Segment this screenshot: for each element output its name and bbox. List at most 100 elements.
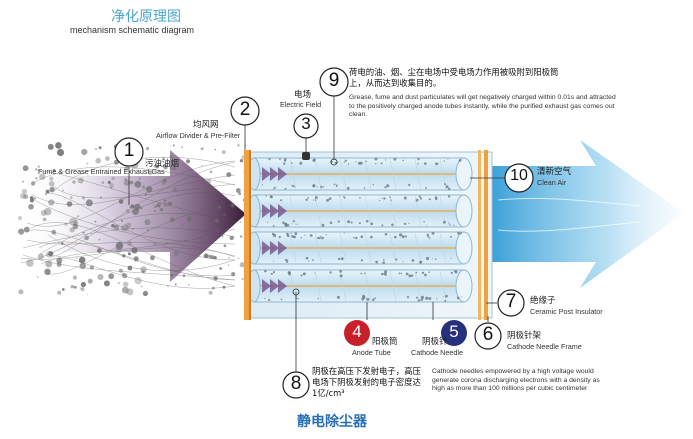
particle-dot bbox=[48, 180, 55, 187]
label-7-en: Ceramic Post Insulator bbox=[530, 307, 603, 316]
label-4-cn: 阳极筒 bbox=[372, 337, 398, 347]
particle-dot bbox=[45, 193, 47, 196]
particle-dot bbox=[23, 226, 30, 233]
particle-dot bbox=[169, 166, 174, 171]
particle-dot bbox=[121, 220, 123, 222]
particle-dot bbox=[172, 167, 177, 171]
particle-dot bbox=[105, 156, 110, 161]
anode-tube bbox=[247, 231, 473, 265]
particle-dot bbox=[159, 201, 162, 204]
particle-dot bbox=[118, 268, 123, 273]
particle-dot bbox=[21, 188, 27, 195]
smoke-wisp bbox=[22, 254, 236, 281]
particle-dot bbox=[45, 189, 50, 194]
label-8-cn: 阴极在高压下发射电子，高压电场下阴极发射的电子密度达1亿/cm³ bbox=[312, 366, 421, 398]
particle-dot bbox=[134, 277, 142, 285]
particle-dot bbox=[29, 198, 34, 203]
particle-dot bbox=[101, 181, 105, 185]
particle-dot bbox=[144, 219, 151, 226]
particle-dot bbox=[64, 222, 68, 226]
particle-dot bbox=[30, 196, 34, 200]
particle-dot bbox=[223, 195, 226, 198]
particle-dot bbox=[230, 203, 235, 208]
particle-dot bbox=[82, 231, 85, 234]
particle-dot bbox=[87, 294, 89, 296]
particle-dot bbox=[114, 224, 118, 228]
particle-dot bbox=[150, 255, 155, 261]
particle-dot bbox=[154, 205, 157, 208]
particle-dot bbox=[208, 290, 213, 295]
particle-dot bbox=[80, 287, 85, 292]
particle-dot bbox=[162, 156, 165, 160]
callout-number-3: 3 bbox=[301, 114, 311, 133]
particle-dot bbox=[181, 146, 183, 149]
particle-dot bbox=[239, 235, 243, 238]
diagram-title: 净化原理图 bbox=[111, 9, 181, 25]
particle-dot bbox=[26, 259, 34, 267]
particle-dot bbox=[124, 178, 127, 181]
particle-dot bbox=[108, 273, 115, 280]
particle-dot bbox=[213, 256, 217, 260]
particle-dot bbox=[56, 257, 63, 264]
particle-dot bbox=[48, 251, 54, 257]
particle-dot bbox=[223, 213, 226, 217]
particle-dot bbox=[77, 177, 84, 184]
particle-dot bbox=[109, 183, 114, 189]
particle-dot bbox=[169, 154, 173, 159]
label-10-cn: 清新空气 bbox=[537, 167, 572, 177]
particle-dot bbox=[153, 242, 157, 246]
particle-dot bbox=[153, 210, 156, 212]
particle-dot bbox=[107, 180, 111, 184]
particle-dot bbox=[103, 280, 110, 287]
particle-dot bbox=[139, 177, 141, 180]
particle-dot bbox=[87, 175, 89, 177]
label-4-en: Anode Tube bbox=[352, 348, 391, 357]
particle-dot bbox=[72, 275, 77, 280]
particle-dot bbox=[185, 159, 191, 164]
particle-dot bbox=[131, 228, 134, 231]
particle-dot bbox=[37, 165, 40, 168]
particle-dot bbox=[86, 162, 89, 165]
particle-dot bbox=[66, 201, 73, 207]
diagram-caption: 静电除尘器 bbox=[297, 414, 367, 430]
particle-dot bbox=[163, 199, 167, 202]
particle-dot bbox=[49, 176, 54, 181]
particle-dot bbox=[147, 229, 149, 232]
particle-dot bbox=[69, 227, 75, 233]
particle-dot bbox=[111, 176, 115, 181]
smoke-wisp bbox=[20, 247, 236, 260]
particle-dot bbox=[118, 199, 124, 204]
particle-dot bbox=[44, 268, 51, 275]
label-1-cn: 污浊油烟 bbox=[145, 159, 180, 169]
smoke-wisp bbox=[30, 222, 236, 287]
particle-dot bbox=[57, 290, 62, 295]
particle-dot bbox=[44, 207, 52, 216]
particle-dot bbox=[239, 262, 245, 268]
particle-dot bbox=[140, 285, 143, 288]
particle-dot bbox=[165, 242, 168, 245]
particle-dot bbox=[97, 274, 104, 280]
particle-dot bbox=[122, 273, 128, 279]
particle-dot bbox=[223, 244, 227, 248]
particle-dot bbox=[129, 180, 134, 185]
particle-dot bbox=[125, 222, 132, 229]
particle-dot bbox=[200, 147, 204, 151]
particle-dot bbox=[126, 209, 130, 213]
label-2-cn: 均风网 bbox=[193, 120, 219, 130]
particle-dot bbox=[52, 168, 56, 172]
particle-dot bbox=[47, 143, 54, 150]
particle-dot bbox=[161, 165, 164, 168]
smoke-wisp bbox=[29, 229, 236, 277]
particle-dot bbox=[121, 272, 126, 277]
particle-dot bbox=[170, 274, 173, 277]
particle-dot bbox=[229, 235, 234, 241]
callout-number-2: 2 bbox=[239, 99, 251, 120]
particle-dot bbox=[76, 216, 78, 219]
particle-dot bbox=[141, 185, 146, 189]
particle-dot bbox=[169, 145, 172, 147]
particle-dot bbox=[78, 256, 86, 264]
particle-dot bbox=[89, 265, 94, 270]
particle-dot bbox=[235, 188, 241, 193]
particle-dot bbox=[56, 148, 65, 157]
